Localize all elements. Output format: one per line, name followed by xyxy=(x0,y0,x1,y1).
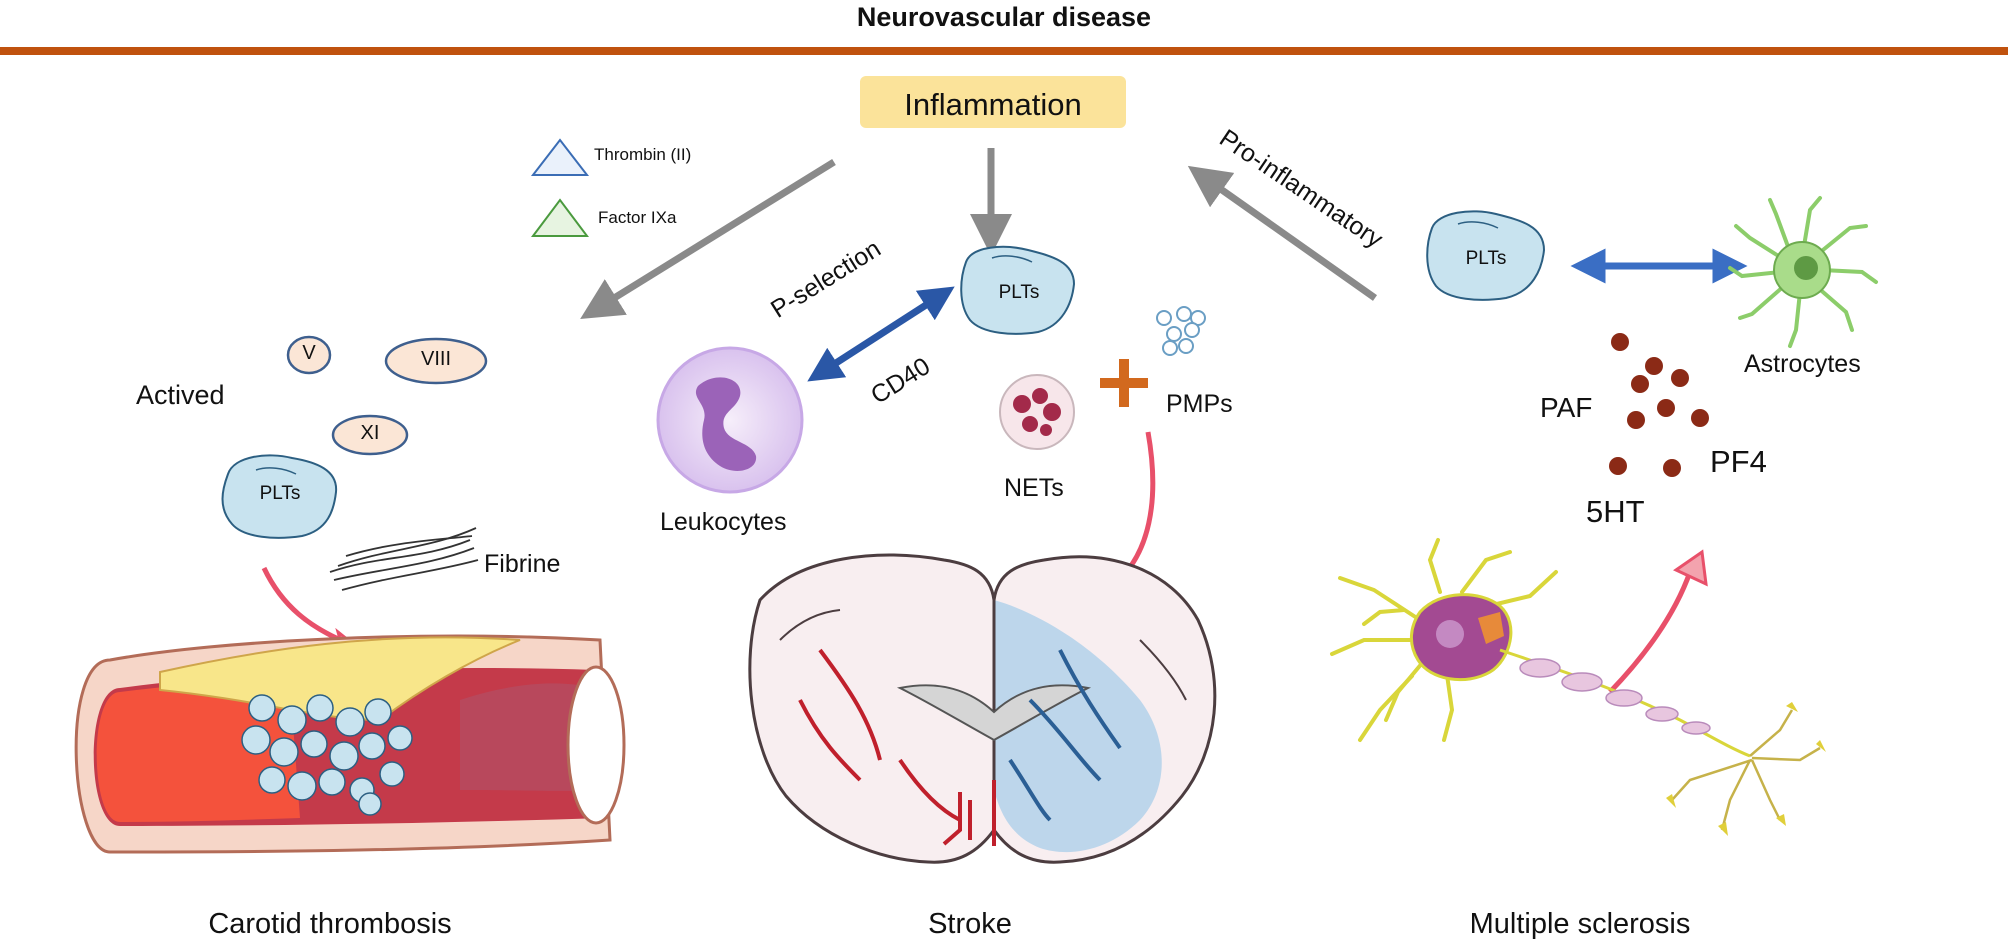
factor-xi-label: XI xyxy=(360,422,380,444)
5ht-label: 5HT xyxy=(1586,494,1645,529)
plus-icon xyxy=(1100,359,1148,407)
header-divider xyxy=(0,47,2008,55)
pf4-label: PF4 xyxy=(1710,444,1767,479)
legend-thrombin-label: Thrombin (II) xyxy=(594,145,692,164)
arrow-from-ms xyxy=(1187,165,1378,301)
factor-v-label: V xyxy=(302,342,316,364)
pmps-bubbles xyxy=(1156,306,1206,356)
neuron-illustration xyxy=(1330,538,1826,836)
brain-illustration xyxy=(748,553,1217,864)
factor-viii-ellipse xyxy=(384,337,488,385)
astrocyte-cell xyxy=(1728,196,1878,348)
legend-factor-ixa-label: Factor IXa xyxy=(598,208,677,227)
factor-v-ellipse xyxy=(286,335,332,375)
caption-carotid-thrombosis: Carotid thrombosis xyxy=(208,908,452,940)
nets-cell xyxy=(999,374,1075,450)
platelet-clump xyxy=(241,694,413,816)
blue-double-arrow-middle xyxy=(807,286,955,382)
plt-right-label: PLTs xyxy=(1465,248,1507,269)
caption-multiple-sclerosis: Multiple sclerosis xyxy=(1469,908,1691,940)
factor-viii-label: VIII xyxy=(420,348,451,370)
factor-ixa-triangle-icon xyxy=(531,198,589,237)
leukocyte-nucleus xyxy=(695,377,757,471)
fibrine-label: Fibrine xyxy=(484,550,561,578)
inflammation-label: Inflammation xyxy=(904,87,1082,122)
plt-right-detail xyxy=(1457,221,1499,229)
inflammation-box xyxy=(860,76,1126,128)
plt-middle-shape xyxy=(960,245,1076,335)
plt-right-shape xyxy=(1426,210,1546,301)
pink-arrow-right xyxy=(1608,571,1693,694)
plt-middle-label: PLTs xyxy=(998,282,1040,303)
leukocyte-cell xyxy=(656,346,804,494)
pink-arrow-right-head xyxy=(1672,549,1708,587)
nets-label: NETs xyxy=(1004,474,1064,502)
thrombin-triangle-icon xyxy=(530,138,590,176)
astrocytes-label: Astrocytes xyxy=(1744,350,1861,378)
paf-label: PAF xyxy=(1540,392,1593,423)
fibrine-strands xyxy=(329,527,479,591)
caption-stroke: Stroke xyxy=(928,908,1012,940)
factor-xi-ellipse xyxy=(331,414,409,456)
arrow-to-carotid xyxy=(580,159,836,320)
pmps-label: PMPs xyxy=(1166,390,1233,418)
plt-left-label: PLTs xyxy=(259,483,301,504)
mediator-dots xyxy=(1609,333,1709,477)
header-title: Neurovascular disease xyxy=(856,2,1152,32)
nets-nucleus xyxy=(1013,388,1061,436)
actived-label: Actived xyxy=(136,380,225,410)
plt-left-shape xyxy=(221,454,338,539)
leukocytes-label: Leukocytes xyxy=(660,508,787,536)
plt-middle-detail xyxy=(991,255,1033,263)
plt-left-detail xyxy=(255,467,297,475)
